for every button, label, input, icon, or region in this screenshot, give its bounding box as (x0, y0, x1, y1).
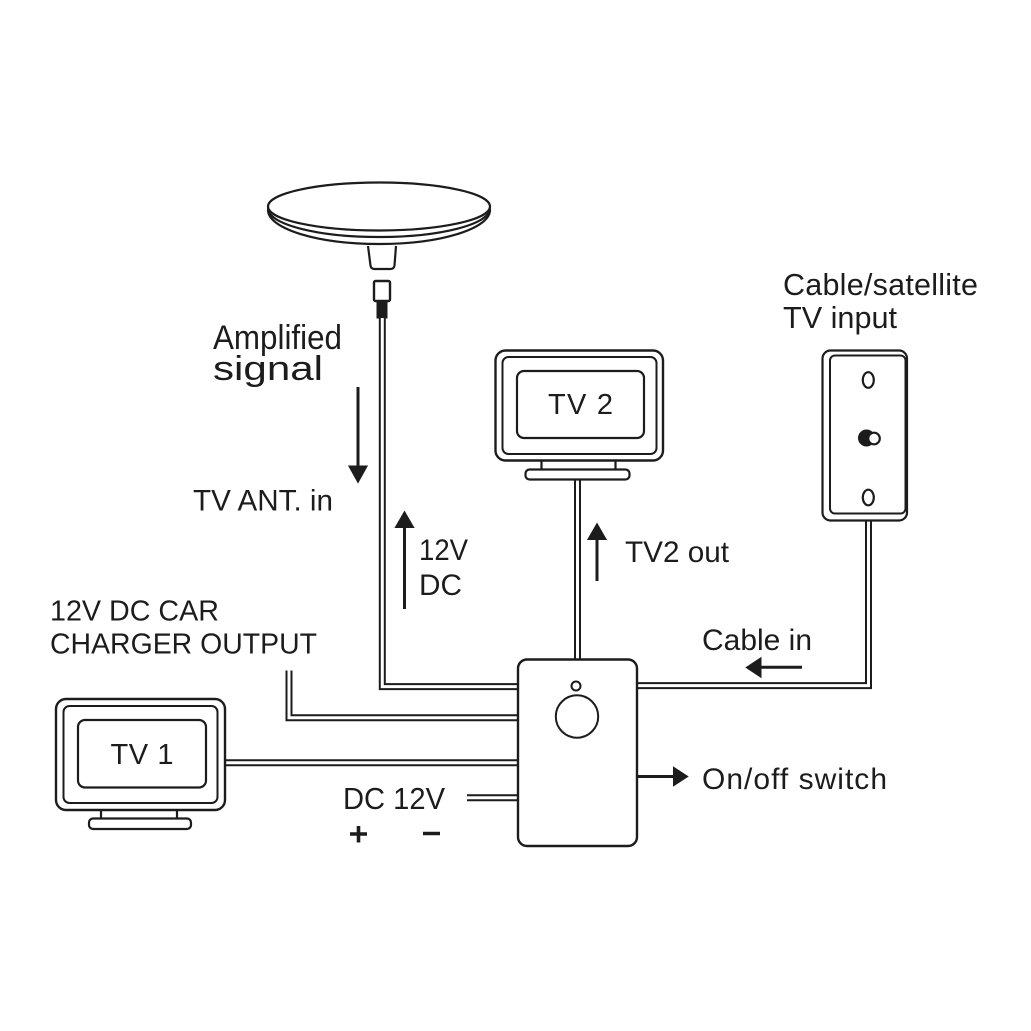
svg-text:CHARGER OUTPUT: CHARGER OUTPUT (50, 629, 317, 661)
svg-text:TV input: TV input (783, 301, 898, 335)
svg-text:Cable/satellite: Cable/satellite (783, 268, 978, 302)
svg-text:DC: DC (419, 569, 462, 602)
svg-text:Amplified: Amplified (213, 319, 342, 357)
svg-text:TV ANT. in: TV ANT. in (193, 485, 333, 518)
svg-text:12V: 12V (419, 534, 468, 567)
svg-text:12V DC CAR: 12V DC CAR (50, 596, 219, 628)
svg-text:On/off switch: On/off switch (702, 763, 887, 796)
svg-text:signal: signal (213, 350, 323, 388)
svg-text:DC 12V: DC 12V (343, 782, 446, 816)
svg-text:TV 2: TV 2 (548, 389, 613, 421)
svg-text:TV2 out: TV2 out (625, 536, 730, 569)
svg-text:Cable in: Cable in (702, 624, 812, 657)
svg-text:TV 1: TV 1 (111, 739, 174, 771)
